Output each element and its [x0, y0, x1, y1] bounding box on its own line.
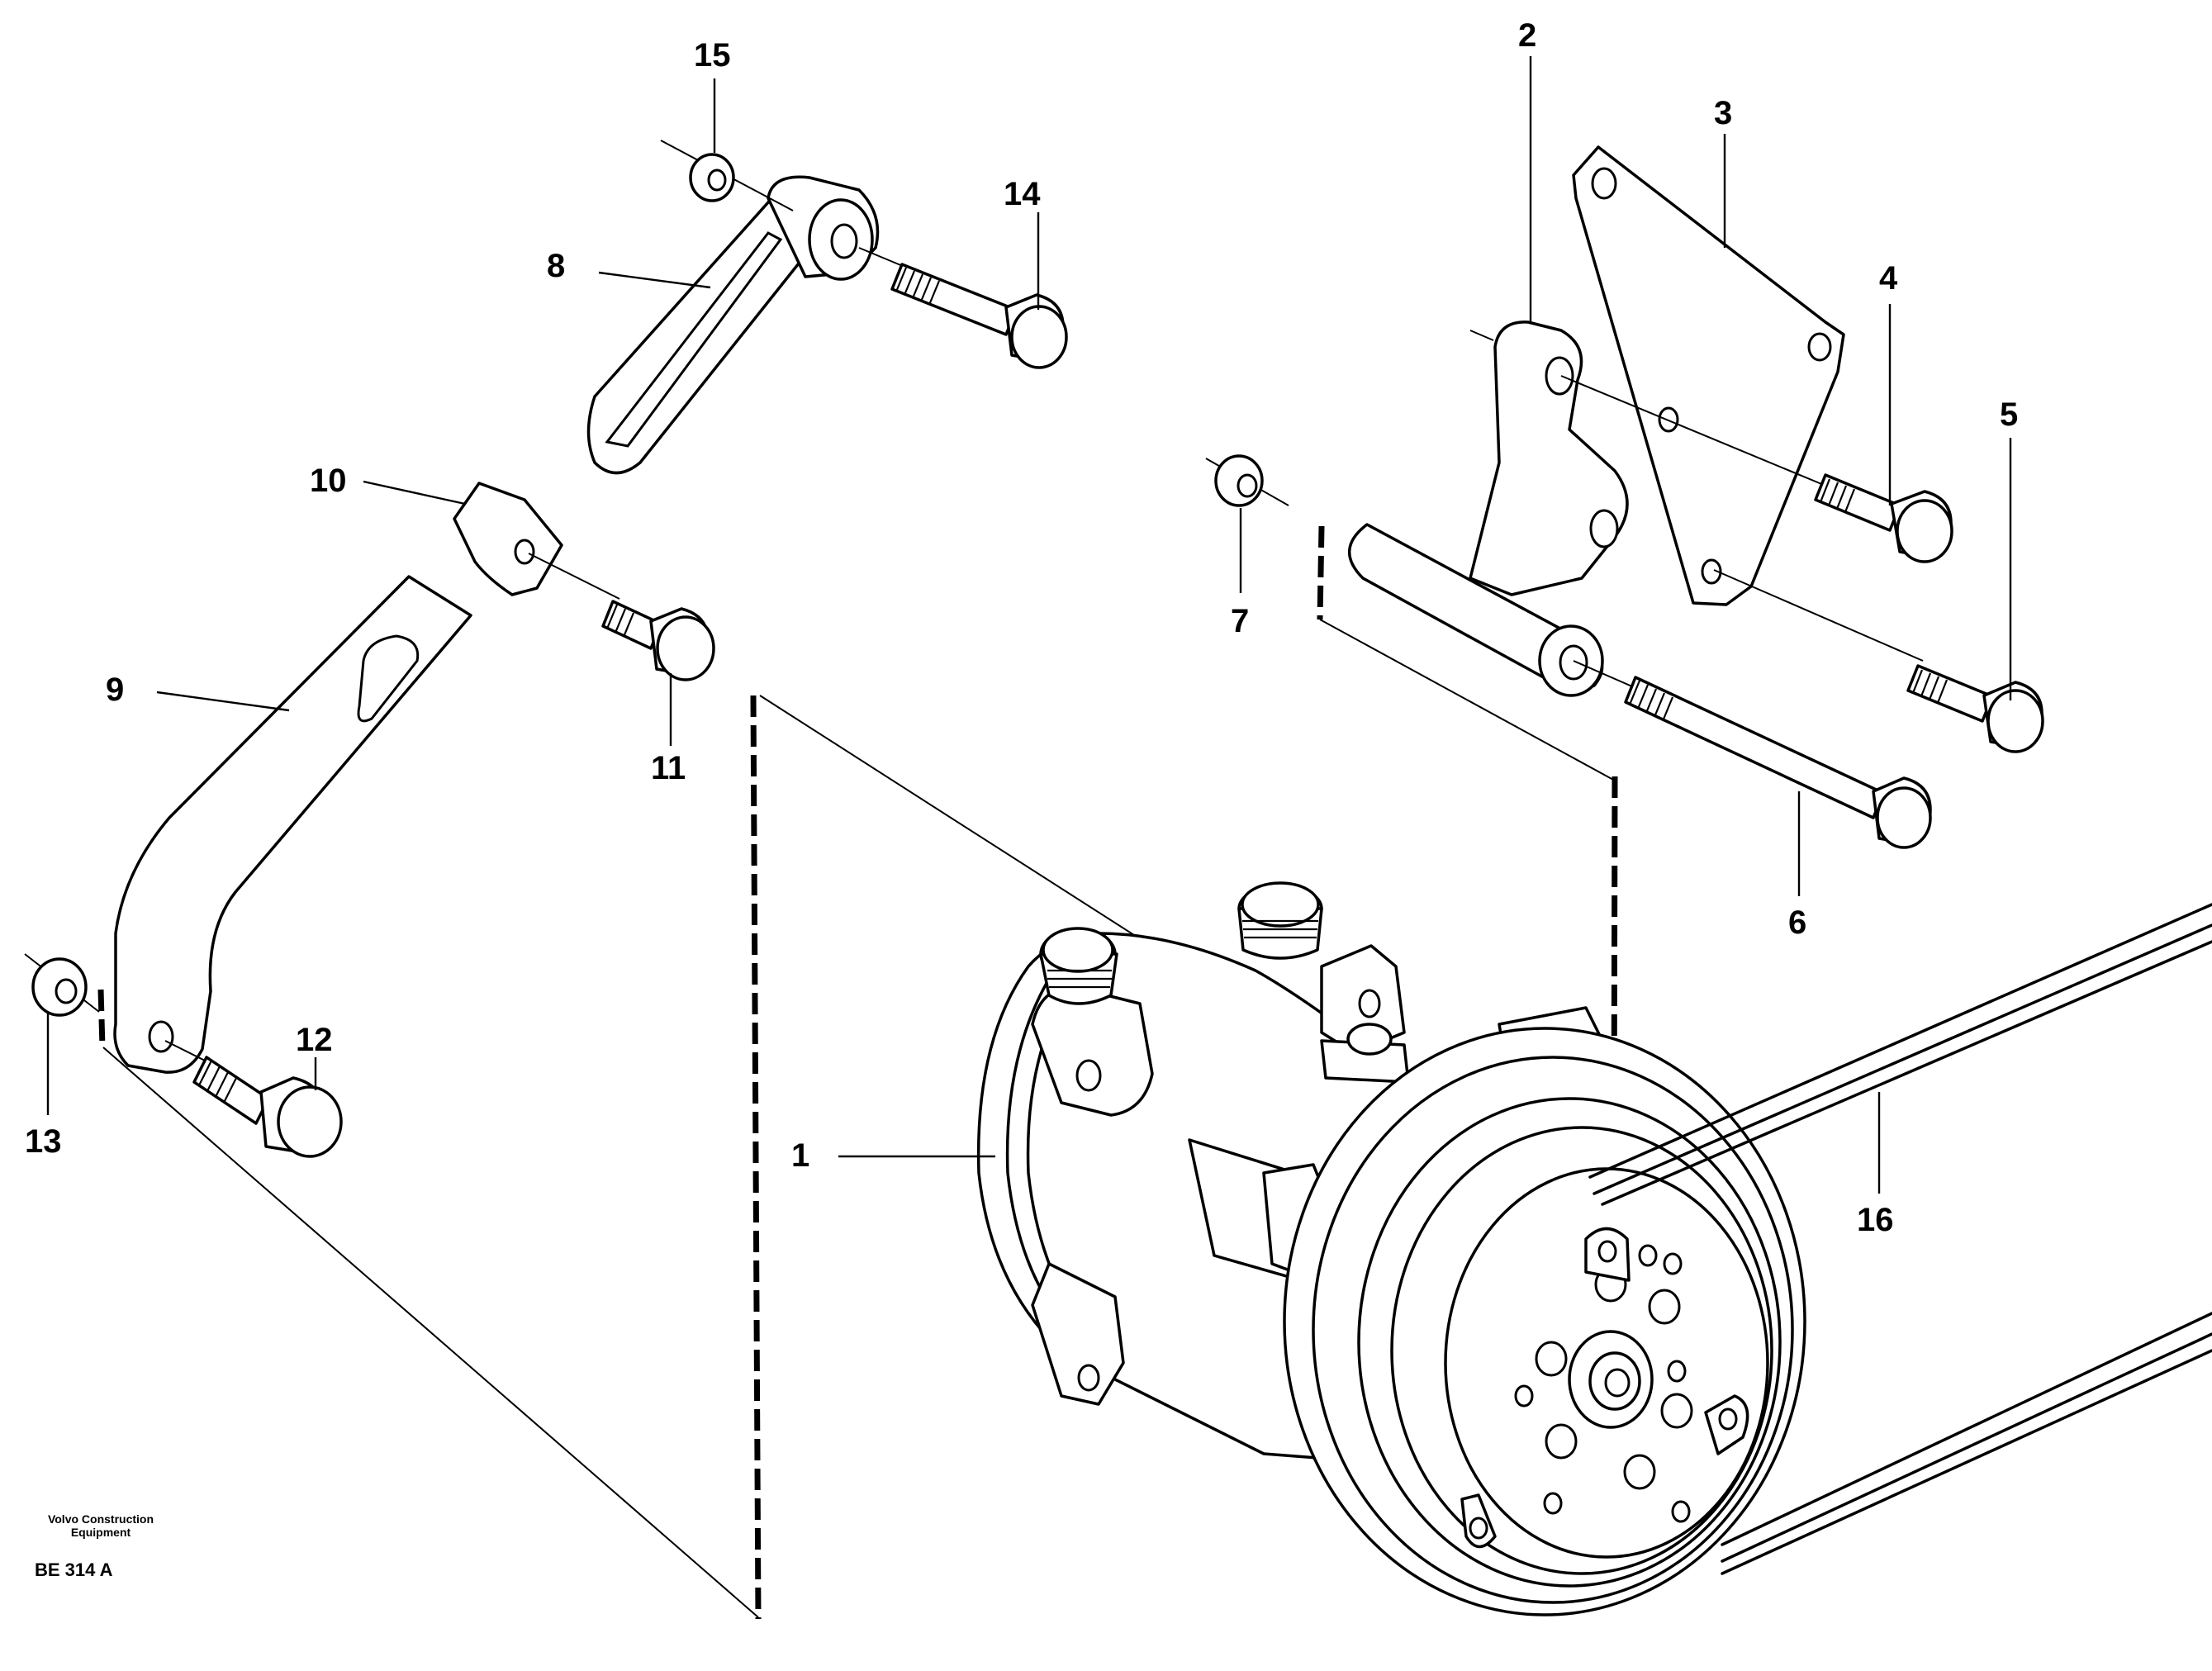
part-number-4: 4	[1879, 260, 1898, 297]
part-number-7: 7	[1231, 603, 1249, 639]
drive-belt-part	[1588, 903, 2212, 1575]
plate-part	[1572, 145, 1845, 606]
leader-lines	[46, 56, 2012, 1194]
part-number-14: 14	[1004, 176, 1041, 212]
bolt-5-part	[1713, 569, 2044, 753]
brand-line-1: Volvo Construction	[48, 1512, 154, 1526]
part-number-5: 5	[2000, 396, 2018, 433]
brand-line-2: Equipment	[71, 1526, 131, 1539]
bracket-part	[1348, 320, 1629, 697]
part-number-10: 10	[310, 463, 347, 499]
part-number-2: 2	[1518, 17, 1536, 54]
part-number-13: 13	[25, 1123, 62, 1160]
drawing-reference: BE 314 A	[35, 1559, 113, 1580]
part-number-9: 9	[106, 672, 124, 708]
compressor-part	[976, 881, 1806, 1616]
bolt-11-part	[601, 600, 715, 681]
clip-10-part	[453, 482, 620, 600]
bolt-4-part	[1560, 375, 1953, 563]
part-number-3: 3	[1714, 95, 1732, 131]
part-number-8: 8	[547, 248, 565, 284]
slotted-bracket-part	[113, 575, 472, 1074]
part-number-16: 16	[1857, 1202, 1894, 1238]
nut-13-part	[24, 953, 100, 1017]
bolt-14-part	[858, 247, 1068, 369]
drawing-caption: Volvo Construction Equipment BE 314 A	[35, 1512, 154, 1580]
washer-15-part	[689, 153, 735, 202]
part-number-6: 6	[1788, 904, 1806, 941]
part-number-11: 11	[651, 750, 686, 786]
nut-7-part	[1205, 454, 1289, 507]
tension-arm-part	[586, 140, 880, 475]
part-number-15: 15	[694, 37, 731, 74]
bolt-12-part	[192, 1056, 343, 1158]
part-number-labels: 1 2 3 4 5 6 7 8 9 10 11 12 13 14 15 16	[25, 17, 2018, 1238]
part-number-1: 1	[791, 1137, 809, 1174]
bolt-6-part	[1573, 660, 1932, 849]
part-number-12: 12	[296, 1022, 333, 1058]
